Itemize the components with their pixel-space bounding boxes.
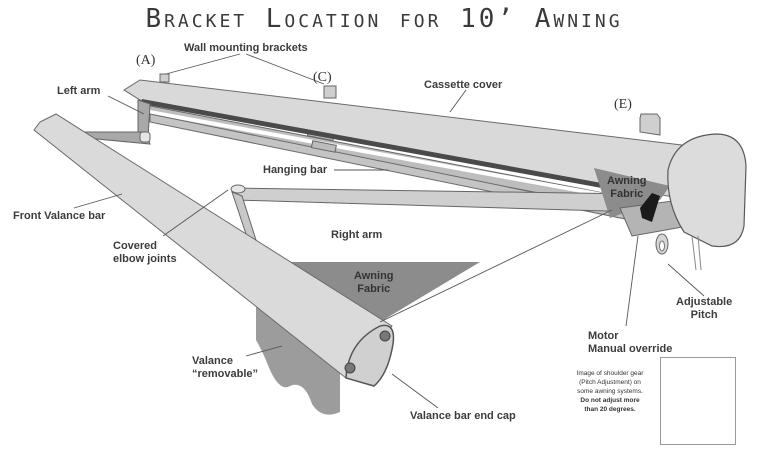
inset-warning-line1: Do not adjust more: [580, 397, 640, 404]
leader-wall-brackets-a: [165, 53, 241, 75]
inset-image-frame: [660, 357, 736, 445]
leader-wall-brackets-c: [245, 53, 325, 85]
wall-bracket-a: [159, 73, 170, 83]
label-valance-line2: “removable”: [192, 368, 259, 380]
end-cap-screw-top: [379, 330, 391, 342]
label-motor-manual-override: Motor Manual override: [588, 330, 672, 356]
label-motor-line1: Motor: [588, 330, 619, 342]
leader-adjustable-pitch: [667, 263, 705, 297]
label-valance-removable: Valance “removable”: [192, 355, 258, 381]
label-valance-line1: Valance: [192, 355, 233, 367]
hanging-bar-clip-2: [310, 140, 337, 153]
label-covered-elbow-joints: Covered elbow joints: [113, 240, 177, 266]
label-wall-mounting-brackets: Wall mounting brackets: [184, 42, 308, 54]
bracket-marker-a: (A): [136, 53, 156, 68]
cord-1: [691, 235, 697, 271]
label-adjustable-pitch-line2: Pitch: [690, 309, 718, 321]
valance-flap: [256, 300, 340, 415]
track-highlight: [150, 110, 620, 200]
label-hanging-bar: Hanging bar: [263, 164, 328, 176]
label-awning-fabric-right-line2: Fabric: [610, 188, 644, 200]
label-awning-fabric-center-line1: Awning: [354, 270, 394, 282]
label-cassette-cover: Cassette cover: [424, 79, 503, 91]
end-cap-screw-bottom: [344, 362, 356, 374]
label-awning-fabric-right-line1: Awning: [607, 175, 647, 187]
wall-bracket-e: [639, 113, 661, 136]
label-adjustable-pitch: Adjustable Pitch: [676, 296, 732, 322]
cord-2: [697, 235, 702, 271]
leader-front-valance: [73, 193, 123, 209]
page-title: Bracket Location for 10’ Awning: [145, 4, 623, 34]
wall-bracket-c: [323, 85, 337, 99]
label-covered-elbow-joints-line1: Covered: [113, 240, 158, 252]
leader-end-cap: [391, 373, 439, 409]
label-right-arm: Right arm: [331, 229, 383, 241]
inset-caption: Image of shoulder gear (Pitch Adjustment…: [562, 369, 658, 414]
label-front-valance-bar: Front Valance bar: [13, 210, 106, 222]
leader-valance: [245, 345, 283, 357]
awning-fabric-center: [286, 262, 480, 322]
valance-end-cap: [345, 324, 395, 387]
awning-fabric-right: [594, 168, 670, 218]
leader-fabric: [379, 209, 613, 323]
label-motor-line2: Manual override: [588, 343, 673, 355]
left-elbow: [139, 131, 151, 143]
label-covered-elbow-joints-line2: elbow joints: [113, 253, 177, 265]
label-awning-fabric-center-line2: Fabric: [357, 283, 391, 295]
label-awning-fabric-right: Awning Fabric: [607, 175, 647, 201]
leader-motor: [625, 235, 639, 327]
label-awning-fabric-center: Awning Fabric: [354, 270, 394, 296]
inset-caption-line1: Image of shoulder gear: [576, 370, 644, 377]
inset-caption-line3: some awning systems.: [577, 388, 643, 395]
bracket-marker-e: (E): [614, 97, 632, 112]
label-valance-bar-end-cap: Valance bar end cap: [410, 410, 516, 422]
bracket-marker-c: (C): [313, 70, 332, 85]
cassette-end-cap: [667, 133, 747, 248]
label-left-arm: Left arm: [57, 85, 101, 97]
leader-cassette-cover: [449, 89, 467, 113]
manual-override-handle: [640, 193, 660, 222]
leader-left-arm: [107, 95, 145, 115]
pitch-eyelet-hole: [659, 240, 665, 252]
right-elbow: [230, 184, 246, 194]
leader-elbow: [162, 189, 229, 237]
label-adjustable-pitch-line1: Adjustable: [676, 296, 733, 308]
inset-warning-line2: than 20 degrees.: [584, 406, 636, 413]
inset-caption-line2: (Pitch Adjustment) on: [579, 379, 641, 386]
cassette-dark-stripe: [142, 99, 640, 195]
